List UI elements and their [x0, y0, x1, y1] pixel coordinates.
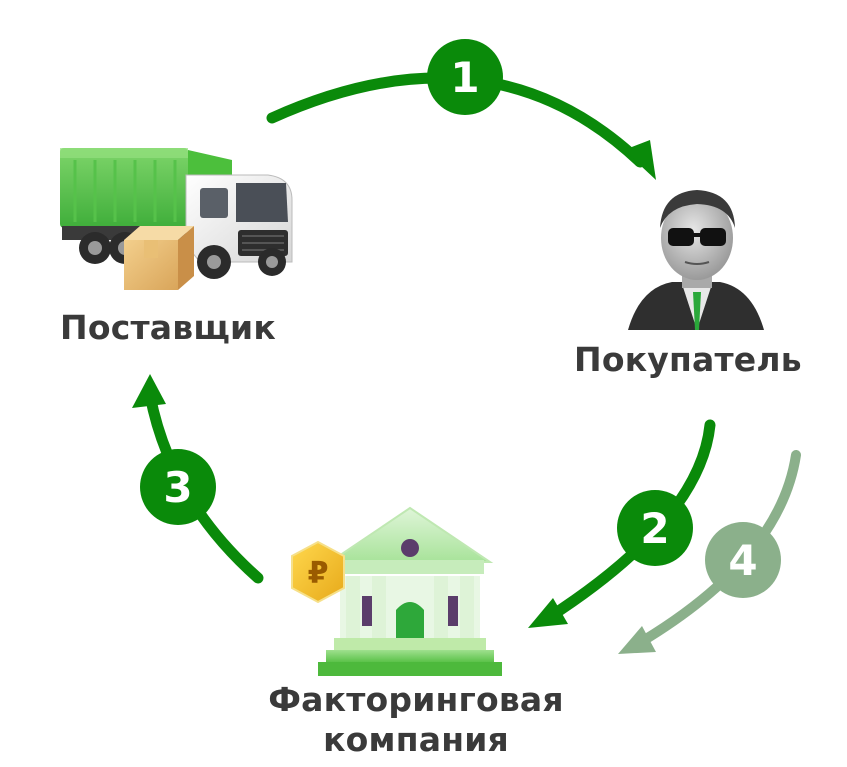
step-1-number: 1 — [450, 53, 479, 102]
supplier-label: Поставщик — [60, 308, 276, 347]
truck-icon — [60, 148, 293, 290]
step-3-number: 3 — [163, 463, 192, 512]
svg-text:₽: ₽ — [308, 556, 329, 591]
step-4-number: 4 — [728, 536, 757, 585]
bank-building-icon — [318, 506, 502, 676]
factoring-label-line2: компания — [323, 720, 509, 759]
buyer-label: Покупатель — [574, 340, 802, 379]
step-2-badge: 2 — [617, 490, 693, 566]
factoring-label-line1: Факторинговая — [268, 680, 564, 719]
buyer-avatar-icon — [628, 190, 764, 330]
ruble-coin-icon: ₽ — [291, 540, 345, 604]
step-3-badge: 3 — [140, 449, 216, 525]
step-4-badge: 4 — [705, 522, 781, 598]
step-2-number: 2 — [640, 504, 669, 553]
step-1-badge: 1 — [427, 39, 503, 115]
